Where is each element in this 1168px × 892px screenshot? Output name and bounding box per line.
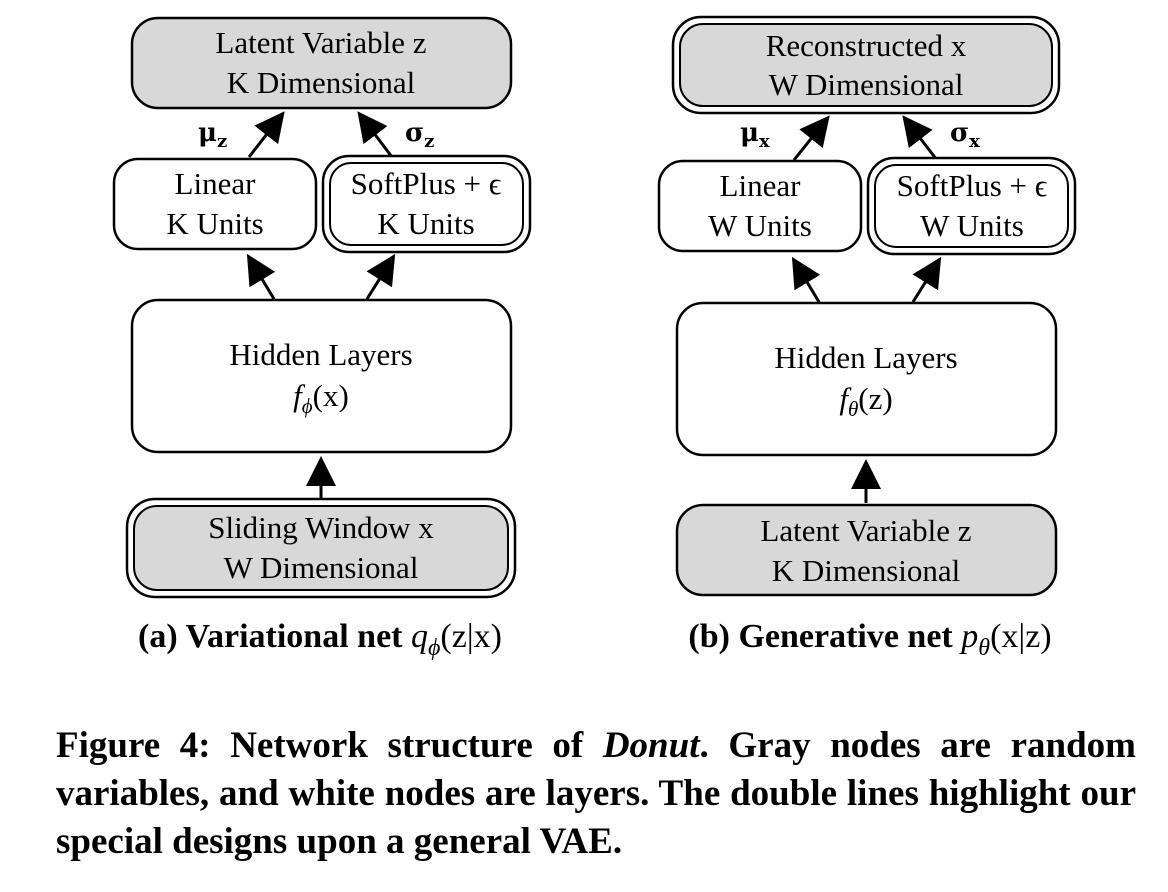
subcaption-b-sub: θ	[978, 634, 991, 661]
b-recon-line2: W Dimensional	[769, 67, 964, 102]
a-arrow-softplus-to-latent	[357, 111, 394, 158]
a-linear-line1: Linear	[175, 166, 257, 201]
b-recon-line1: Reconstructed x	[766, 28, 967, 63]
b-softplus-node: SoftPlus + ϵ W Units	[866, 156, 1077, 256]
a-latent-variable-node: Latent Variable z K Dimensional	[130, 16, 513, 110]
figure-caption-emph: Donut	[602, 725, 700, 766]
b-hidden-line1: Hidden Layers	[774, 340, 957, 375]
subcaption-b-fn: p	[961, 618, 979, 655]
subcaption-b-prefix: (b) Generative net	[688, 618, 962, 655]
a-sigma-label: σz	[405, 118, 434, 152]
a-arrow-hidden-to-softplus	[365, 253, 396, 300]
a-mu-label: μz	[198, 118, 227, 152]
subcaption-a-arg: (z|x)	[440, 618, 502, 655]
figure-caption: Figure 4: Network structure of Donut. Gr…	[56, 722, 1136, 866]
a-hidden-func: fϕ(x)	[293, 378, 349, 418]
a-softplus-node: SoftPlus + ϵ K Units	[321, 154, 532, 254]
figure-caption-label: Figure 4: Network structure of	[56, 725, 603, 766]
a-linear-node: Linear K Units	[112, 157, 318, 251]
b-linear-line1: Linear	[720, 168, 802, 203]
b-softplus-line1: SoftPlus + ϵ	[897, 168, 1048, 203]
panel-a-variational-net: Latent Variable z K Dimensional μz σz Li…	[112, 16, 532, 599]
network-diagram: Latent Variable z K Dimensional μz σz Li…	[112, 15, 1077, 599]
a-arrow-linear-to-latent	[247, 111, 285, 158]
b-latent-line2: K Dimensional	[772, 553, 961, 588]
b-sigma-label: σx	[950, 118, 980, 152]
subcaption-a-fn: q	[410, 618, 428, 655]
b-softplus-line2: W Units	[920, 208, 1024, 243]
a-linear-line2: K Units	[166, 206, 263, 241]
a-latent-line2: K Dimensional	[227, 65, 416, 100]
a-window-line1: Sliding Window x	[208, 510, 434, 545]
b-arrow-hidden-to-linear	[791, 256, 821, 303]
panel-b-generative-net: Reconstructed x W Dimensional μx σx Line…	[657, 15, 1077, 597]
figure-caption-rest: . Gray nodes are random variables, and w…	[56, 725, 1136, 862]
b-arrow-hidden-to-softplus	[911, 256, 942, 303]
a-window-line2: W Dimensional	[224, 550, 419, 585]
b-mu-label: μx	[740, 118, 770, 152]
subcaption-a-prefix: (a) Variational net	[138, 618, 411, 655]
subcaption-b: (b) Generative net pθ(x|z)	[610, 618, 1130, 668]
b-hidden-layers-node: Hidden Layers fθ(z)	[675, 301, 1058, 457]
b-latent-variable-node: Latent Variable z K Dimensional	[675, 503, 1058, 597]
a-softplus-line2: K Units	[377, 206, 474, 241]
b-linear-line2: W Units	[708, 208, 812, 243]
b-linear-node: Linear W Units	[657, 159, 863, 253]
b-reconstructed-node: Reconstructed x W Dimensional	[671, 15, 1061, 115]
b-arrow-linear-to-recon	[792, 115, 830, 161]
a-arrow-hidden-to-linear	[246, 253, 276, 300]
a-hidden-line1: Hidden Layers	[229, 337, 412, 372]
b-latent-line1: Latent Variable z	[760, 513, 971, 548]
subcaption-b-arg: (x|z)	[990, 618, 1052, 655]
subcaption-a-sub: ϕ	[427, 634, 441, 661]
a-latent-line1: Latent Variable z	[215, 25, 426, 60]
subcaption-a: (a) Variational net qϕ(z|x)	[60, 618, 580, 668]
b-arrow-softplus-to-recon	[902, 115, 939, 161]
a-softplus-line1: SoftPlus + ϵ	[351, 166, 502, 201]
a-hidden-layers-node: Hidden Layers fϕ(x)	[130, 298, 513, 454]
b-hidden-func: fθ(z)	[839, 381, 892, 421]
a-sliding-window-node: Sliding Window x W Dimensional	[125, 497, 517, 599]
